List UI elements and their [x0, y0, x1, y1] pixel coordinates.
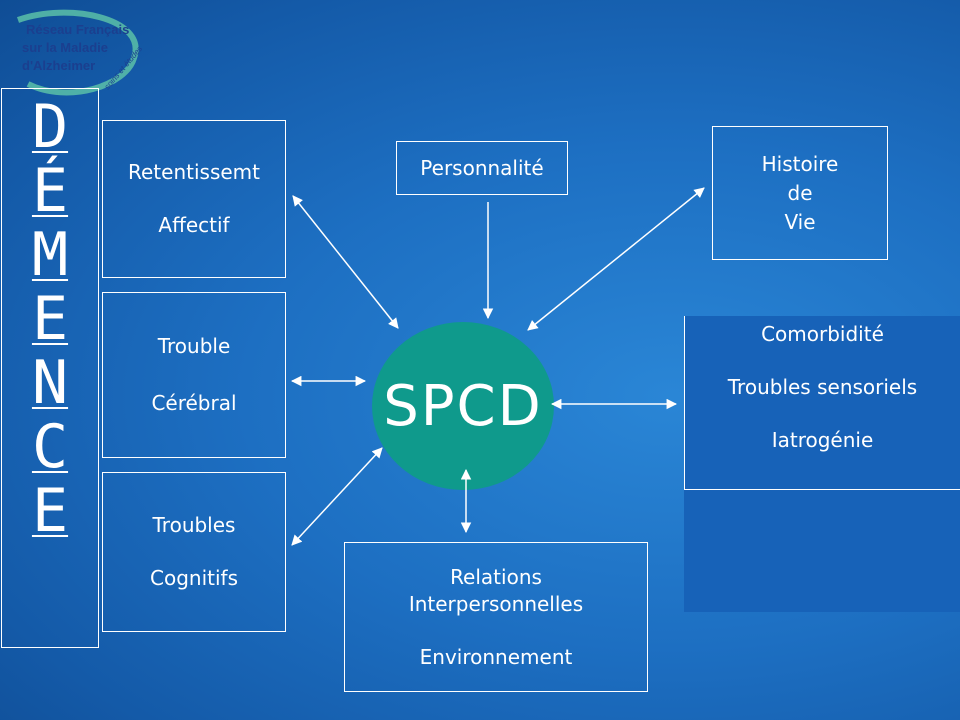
box-line: Personnalité — [420, 155, 544, 180]
demence-letter: E — [31, 476, 69, 546]
box-line: Comorbidité — [761, 322, 884, 346]
arrow-retentissement-spcd — [292, 195, 399, 329]
box-line: Environnement — [419, 644, 573, 669]
retentissement-affectif-box: Retentissemt Affectif — [102, 120, 286, 278]
trouble-cerebral-box: Trouble Cérébral — [102, 292, 286, 458]
box-line: Vie — [784, 209, 816, 234]
box-line: Interpersonnelles — [408, 591, 584, 616]
logo-line-1: Réseau Français — [26, 22, 129, 37]
spcd-label: SPCD — [383, 373, 543, 439]
histoire-de-vie-box: Histoire de Vie — [712, 126, 888, 260]
box-line: Troubles — [152, 513, 236, 537]
comorbidite-box: Comorbidité Troubles sensoriels Iatrogén… — [684, 316, 960, 490]
arrow-troubles-cognitifs-spcd — [291, 447, 383, 546]
demence-vertical-title: D É M E N C E — [1, 88, 99, 648]
box-line: Troubles sensoriels — [727, 375, 918, 399]
relations-environnement-box: Relations Interpersonnelles Environnemen… — [344, 542, 648, 692]
logo-swoosh — [16, 9, 139, 96]
troubles-cognitifs-box: Troubles Cognitifs — [102, 472, 286, 632]
box-line: Affectif — [158, 213, 230, 237]
box-line: Cérébral — [151, 391, 237, 415]
demence-letter: M — [31, 220, 69, 290]
demence-letter: C — [31, 412, 69, 482]
demence-letter: D — [31, 92, 69, 162]
box-line: Cognitifs — [150, 566, 238, 590]
logo-line-2: sur la Maladie — [22, 40, 108, 55]
personnalite-box: Personnalité — [396, 141, 568, 195]
box-line: Iatrogénie — [771, 428, 874, 452]
box-line: Histoire — [761, 151, 839, 176]
spcd-center-node: SPCD — [372, 322, 554, 490]
comorbidite-panel-background — [684, 316, 960, 612]
box-line: Retentissemt — [128, 160, 260, 184]
arrow-histoire-spcd — [527, 187, 705, 331]
demence-letter: E — [31, 284, 69, 354]
box-line: Relations — [450, 564, 542, 589]
demence-letter: N — [31, 348, 69, 418]
box-line: de — [787, 180, 813, 205]
logo-line-3: d'Alzheimer — [22, 58, 95, 73]
reseau-alzheimer-logo: Réseau Français sur la Maladie d'Alzheim… — [16, 9, 144, 96]
demence-letter: É — [31, 156, 69, 226]
box-line: Trouble — [157, 334, 231, 358]
